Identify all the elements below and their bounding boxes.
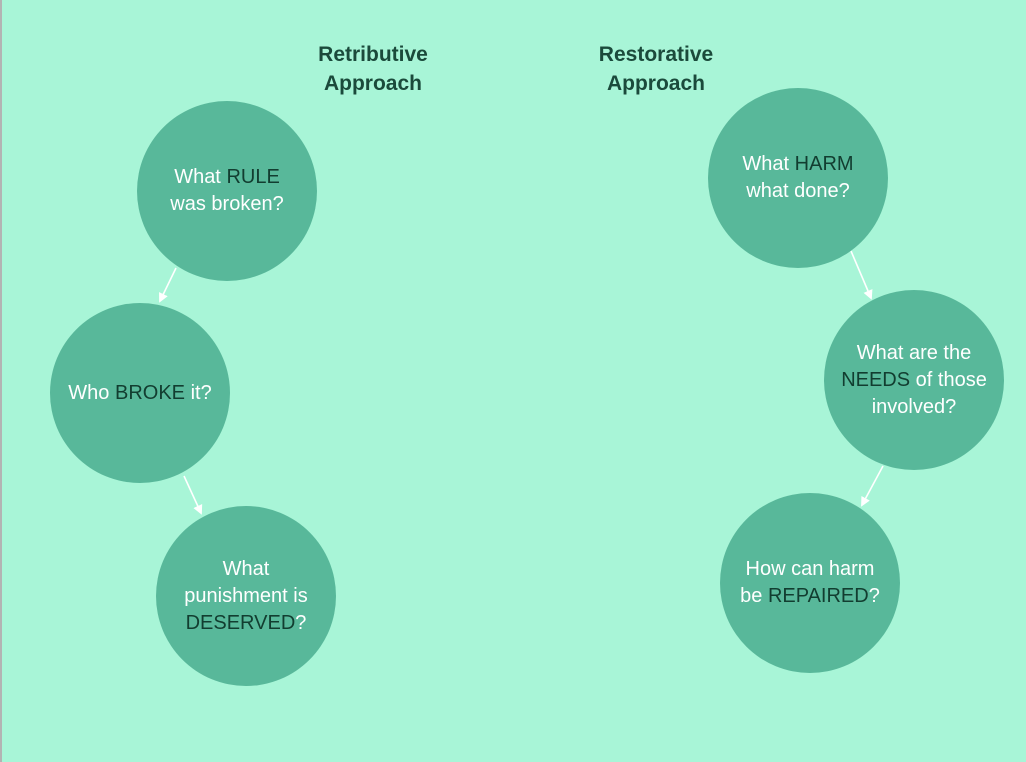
node-needs-of-involved: What are the NEEDS of those involved? <box>824 290 1004 470</box>
emphasis-harm: HARM <box>794 153 854 175</box>
emphasis-needs: NEEDS <box>841 368 911 391</box>
retributive-approach-heading: Retributive Approach <box>273 40 473 98</box>
window-left-border <box>0 0 2 762</box>
emphasis-broke: BROKE <box>114 381 186 404</box>
retributive-heading-line1: Retributive <box>318 43 428 66</box>
arrow-rule-to-broke <box>159 267 177 303</box>
arrow-needs-to-repaired <box>861 465 884 507</box>
node-what-punishment-deserved: What punishment is DESERVED? <box>156 506 336 686</box>
restorative-heading-line2: Approach <box>606 72 705 95</box>
emphasis-repaired: REPAIRED <box>767 585 869 607</box>
restorative-heading-line1: Restorative <box>598 43 714 66</box>
retributive-heading-line2: Approach <box>323 72 422 95</box>
emphasis-rule: RULE <box>226 166 280 188</box>
node-who-broke-it: Who BROKE it? <box>50 303 230 483</box>
arrow-broke-to-deserved <box>183 475 203 515</box>
restorative-approach-heading: Restorative Approach <box>556 40 756 98</box>
arrow-harm-to-needs <box>850 250 873 300</box>
node-how-harm-repaired: How can harm be REPAIRED? <box>720 493 900 673</box>
node-what-rule-broken: What RULE was broken? <box>137 101 317 281</box>
emphasis-deserved: DESERVED <box>185 611 296 634</box>
node-what-harm-done: What HARM what done? <box>708 88 888 268</box>
